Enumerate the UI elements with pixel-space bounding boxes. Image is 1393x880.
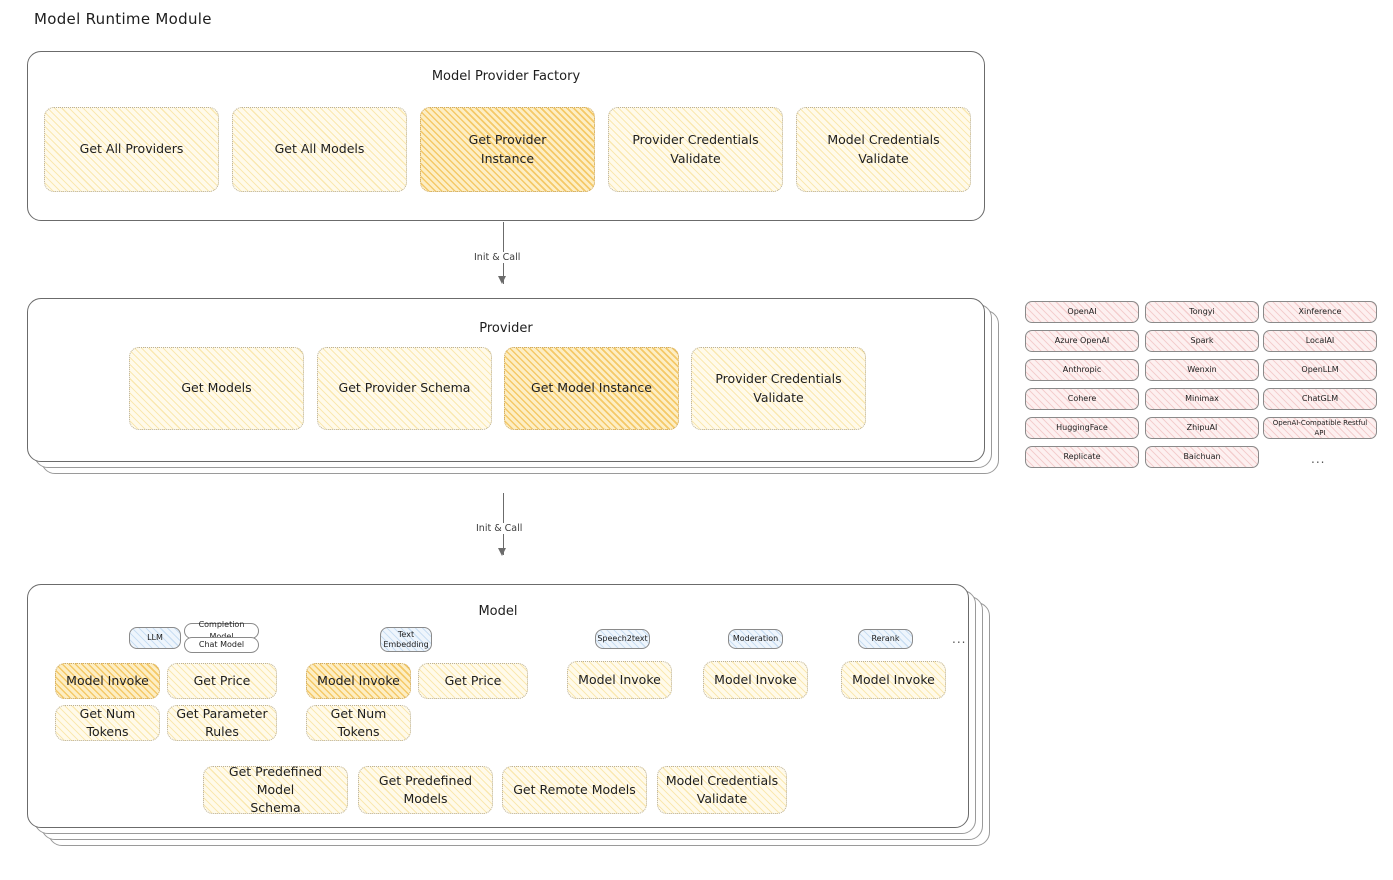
model-title: Model (478, 604, 518, 619)
provider-node-get-provider-schema[interactable]: Get Provider Schema (317, 347, 492, 430)
arrow-provider-to-model-head (498, 548, 506, 556)
provider-chip-huggingface[interactable]: HuggingFace (1025, 417, 1139, 439)
provider-chip-anthropic[interactable]: Anthropic (1025, 359, 1139, 381)
text-embedding-method-model-invoke[interactable]: Model Invoke (306, 663, 411, 699)
model-subtype-chat-model[interactable]: Chat Model (184, 637, 259, 653)
provider-chip-replicate[interactable]: Replicate (1025, 446, 1139, 468)
provider-title: Provider (479, 321, 533, 336)
llm-method-get-parameter-rules[interactable]: Get Parameter Rules (167, 705, 277, 741)
llm-method-model-invoke[interactable]: Model Invoke (55, 663, 160, 699)
provider-chip-chatglm[interactable]: ChatGLM (1263, 388, 1377, 410)
speech2text-method-model-invoke[interactable]: Model Invoke (567, 661, 672, 699)
factory-node-get-all-models[interactable]: Get All Models (232, 107, 407, 192)
model-frame (27, 584, 969, 828)
arrow-provider-to-model-label: Init & Call (472, 523, 527, 534)
model-type-speech2text[interactable]: Speech2text (595, 629, 650, 649)
moderation-method-model-invoke[interactable]: Model Invoke (703, 661, 808, 699)
provider-chip-baichuan[interactable]: Baichuan (1145, 446, 1259, 468)
provider-chip-cohere[interactable]: Cohere (1025, 388, 1139, 410)
factory-node-provider-credentials-validate[interactable]: Provider Credentials Validate (608, 107, 783, 192)
model-provider-factory-title: Model Provider Factory (431, 69, 581, 84)
provider-chip-wenxin[interactable]: Wenxin (1145, 359, 1259, 381)
provider-chip-zhipuai[interactable]: ZhipuAI (1145, 417, 1259, 439)
model-shared-get-predefined-models[interactable]: Get Predefined Models (358, 766, 493, 814)
provider-node-get-model-instance[interactable]: Get Model Instance (504, 347, 679, 430)
provider-node-get-models[interactable]: Get Models (129, 347, 304, 430)
page-title: Model Runtime Module (34, 10, 212, 28)
model-type-llm[interactable]: LLM (129, 627, 181, 649)
provider-chip-xinference[interactable]: Xinference (1263, 301, 1377, 323)
text-embedding-method-get-price[interactable]: Get Price (418, 663, 528, 699)
provider-chip-openai-compatible-restful-api[interactable]: OpenAI-Compatible Restful API (1263, 417, 1377, 439)
provider-chip-localai[interactable]: LocalAI (1263, 330, 1377, 352)
provider-chip-azure-openai[interactable]: Azure OpenAI (1025, 330, 1139, 352)
factory-node-get-all-providers[interactable]: Get All Providers (44, 107, 219, 192)
llm-method-get-num-tokens[interactable]: Get Num Tokens (55, 705, 160, 741)
model-shared-get-predefined-model-schema[interactable]: Get Predefined Model Schema (203, 764, 348, 815)
provider-node-provider-credentials-validate[interactable]: Provider Credentials Validate (691, 347, 866, 430)
provider-list-more: ... (1311, 452, 1326, 466)
provider-chip-tongyi[interactable]: Tongyi (1145, 301, 1259, 323)
model-shared-get-remote-models[interactable]: Get Remote Models (502, 766, 647, 814)
factory-node-get-provider-instance[interactable]: Get Provider Instance (420, 107, 595, 192)
arrow-factory-to-provider-label: Init & Call (470, 252, 525, 263)
provider-chip-minimax[interactable]: Minimax (1145, 388, 1259, 410)
model-type-moderation[interactable]: Moderation (728, 629, 783, 649)
provider-chip-openai[interactable]: OpenAI (1025, 301, 1139, 323)
factory-node-model-credentials-validate[interactable]: Model Credentials Validate (796, 107, 971, 192)
text-embedding-method-get-num-tokens[interactable]: Get Num Tokens (306, 705, 411, 741)
model-type-rerank[interactable]: Rerank (858, 629, 913, 649)
provider-chip-openllm[interactable]: OpenLLM (1263, 359, 1377, 381)
llm-method-get-price[interactable]: Get Price (167, 663, 277, 699)
arrow-factory-to-provider-head (498, 276, 506, 284)
model-types-more: ... (952, 632, 967, 646)
model-shared-model-credentials-validate[interactable]: Model Credentials Validate (657, 766, 787, 814)
provider-chip-spark[interactable]: Spark (1145, 330, 1259, 352)
rerank-method-model-invoke[interactable]: Model Invoke (841, 661, 946, 699)
model-type-text-embedding[interactable]: Text Embedding (380, 627, 432, 652)
